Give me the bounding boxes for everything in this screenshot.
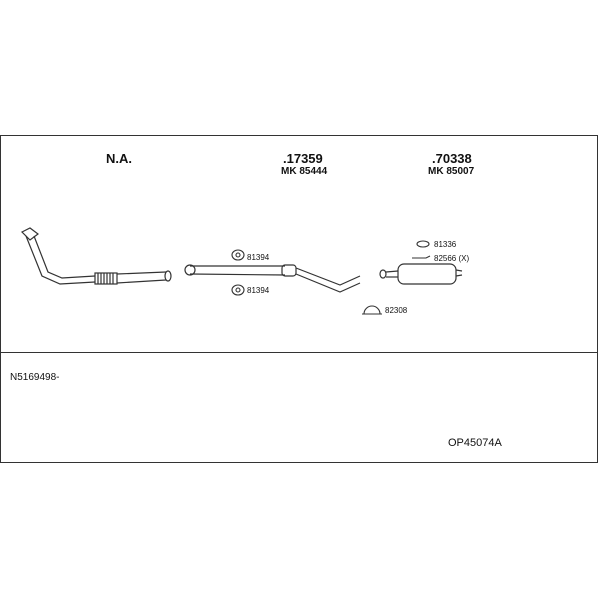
footer-left-code: N5169498- bbox=[10, 372, 60, 383]
middle-pipe bbox=[184, 264, 361, 293]
diagram-frame bbox=[0, 135, 598, 463]
section3-reference: MK 85007 bbox=[428, 166, 475, 177]
part-label-82308: 82308 bbox=[385, 306, 408, 315]
hanger-81336 bbox=[416, 240, 430, 248]
front-pipe bbox=[20, 227, 172, 285]
hanger-81394-top bbox=[231, 249, 245, 261]
section2-reference: MK 85444 bbox=[281, 166, 328, 177]
part-label-81394-bottom: 81394 bbox=[247, 286, 270, 295]
section1-part-number: N.A. bbox=[106, 151, 132, 166]
hanger-81394-bottom bbox=[231, 284, 245, 296]
footer-divider bbox=[0, 352, 598, 353]
bracket-82566 bbox=[412, 255, 431, 259]
part-label-81394-top: 81394 bbox=[247, 253, 270, 262]
part-label-82566: 82566 (X) bbox=[434, 254, 470, 263]
section3-part-number: .70338 bbox=[432, 151, 472, 166]
footer-right-code: OP45074A bbox=[448, 437, 502, 449]
section2-part-number: .17359 bbox=[283, 151, 323, 166]
rear-silencer bbox=[379, 263, 463, 285]
part-label-81336: 81336 bbox=[434, 240, 457, 249]
clamp-82308 bbox=[362, 305, 382, 315]
